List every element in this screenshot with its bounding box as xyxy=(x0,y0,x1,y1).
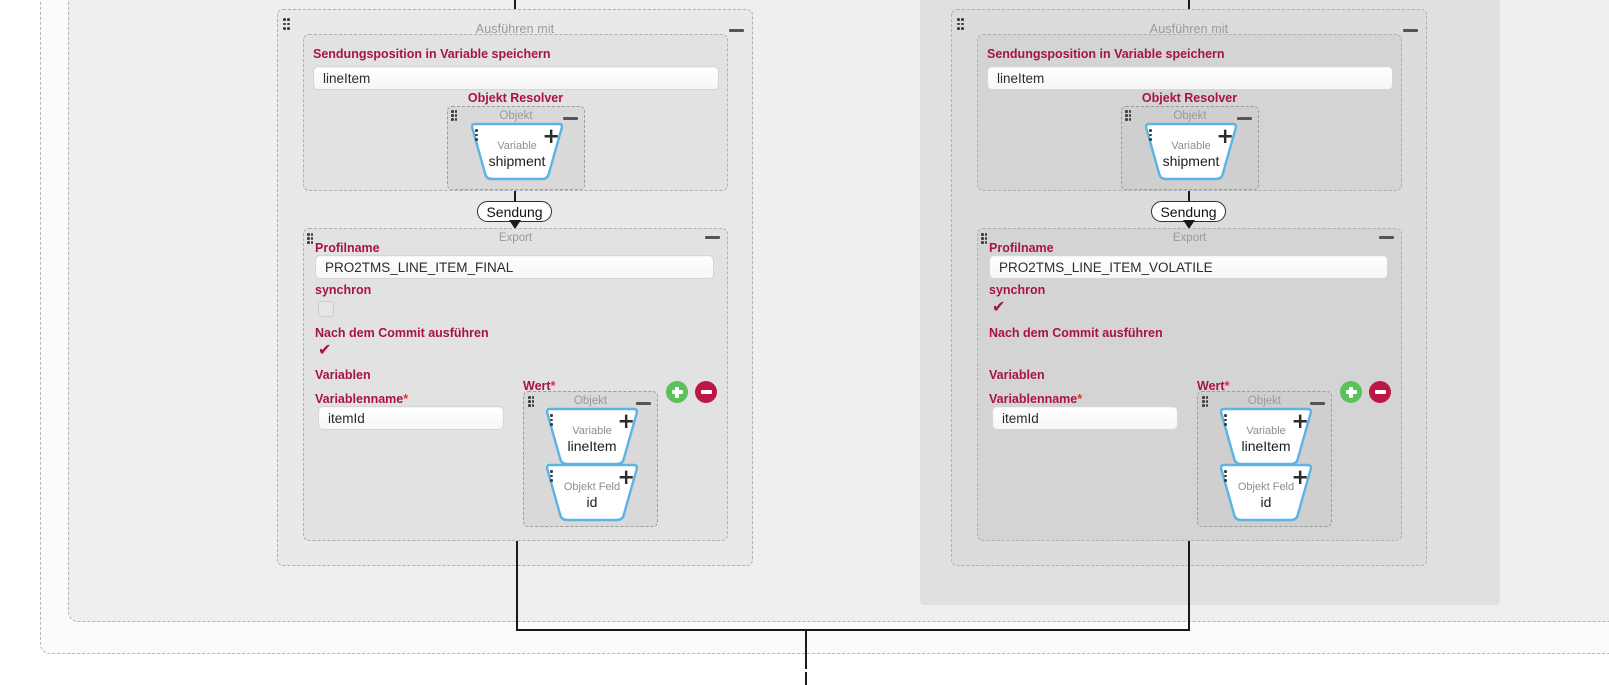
remove-variable-button-left[interactable] xyxy=(695,381,717,403)
store-variable-input-left[interactable]: lineItem xyxy=(313,66,719,90)
connector-pill-right: Sendung xyxy=(1151,201,1226,222)
wert-objectfield-node-right[interactable]: + Objekt Feld id xyxy=(1218,463,1314,522)
connector-out-merged-continued xyxy=(805,672,807,685)
object-group-title-left: Objekt xyxy=(499,110,533,122)
node-drag-handle-icon[interactable] xyxy=(1224,470,1227,484)
variable-name-input-right[interactable]: itemId xyxy=(992,406,1178,430)
collapse-icon[interactable] xyxy=(1379,236,1394,239)
variable-node-left[interactable]: + Variable shipment xyxy=(469,122,565,181)
after-commit-label-left: Nach dem Commit ausführen xyxy=(315,326,489,340)
variable-name-input-left[interactable]: itemId xyxy=(318,406,504,430)
add-variable-button-right[interactable] xyxy=(1340,381,1362,403)
profile-name-label-right: Profilname xyxy=(989,241,1054,255)
collapse-icon[interactable] xyxy=(636,402,651,405)
wert-variable-node-right[interactable]: + Variable lineItem xyxy=(1218,407,1314,466)
variable-name-label-right: Variablenname* xyxy=(989,392,1083,406)
profile-name-input-right[interactable]: PRO2TMS_LINE_ITEM_VOLATILE xyxy=(989,255,1388,279)
node-add-icon[interactable]: + xyxy=(1216,124,1234,148)
object-resolver-label-right: Objekt Resolver xyxy=(1141,91,1238,105)
collapse-icon[interactable] xyxy=(729,29,744,32)
node-add-icon[interactable]: + xyxy=(617,465,635,489)
connector-mid-left-top xyxy=(514,191,516,201)
node-drag-handle-icon[interactable] xyxy=(1224,414,1227,428)
synchron-label-left: synchron xyxy=(315,283,372,297)
drag-handle-icon[interactable] xyxy=(451,110,458,122)
after-commit-checkbox-right[interactable] xyxy=(992,344,1008,360)
remove-variable-button-right[interactable] xyxy=(1369,381,1391,403)
export-title-left: Export xyxy=(498,232,533,244)
connector-merge-bar xyxy=(516,629,1190,631)
synchron-label-right: synchron xyxy=(989,283,1046,297)
branch-left-title: Ausführen mit xyxy=(475,22,555,36)
object-node-group-right: Objekt + Variable shipment xyxy=(1121,106,1259,190)
drag-handle-icon[interactable] xyxy=(528,396,535,408)
node-add-icon[interactable]: + xyxy=(617,409,635,433)
store-variable-label-left: Sendungsposition in Variable speichern xyxy=(313,47,551,61)
drag-handle-icon[interactable] xyxy=(1125,110,1132,122)
drag-handle-icon[interactable] xyxy=(307,233,314,245)
object-group-title-right: Objekt xyxy=(1173,110,1207,122)
collapse-icon[interactable] xyxy=(1237,117,1252,120)
node-add-icon[interactable]: + xyxy=(1291,465,1309,489)
export-panel-left: Export Profilname PRO2TMS_LINE_ITEM_FINA… xyxy=(303,228,728,541)
drag-handle-icon[interactable] xyxy=(283,18,290,32)
node-add-icon[interactable]: + xyxy=(1291,409,1309,433)
drag-handle-icon[interactable] xyxy=(957,18,964,32)
store-variable-input-right[interactable]: lineItem xyxy=(987,66,1393,90)
variable-name-label-left: Variablenname* xyxy=(315,392,409,406)
connector-mid-right-arrow xyxy=(1183,220,1195,229)
drag-handle-icon[interactable] xyxy=(981,233,988,245)
connector-out-right xyxy=(1188,541,1190,630)
object-resolver-label-left: Objekt Resolver xyxy=(467,91,564,105)
after-commit-checkbox-left[interactable] xyxy=(318,340,334,360)
node-drag-handle-icon[interactable] xyxy=(550,414,553,428)
after-commit-label-right: Nach dem Commit ausführen xyxy=(989,326,1163,340)
connector-mid-right-top xyxy=(1188,191,1190,201)
store-variable-label-right: Sendungsposition in Variable speichern xyxy=(987,47,1225,61)
connector-out-left xyxy=(516,541,518,630)
connector-pill-left: Sendung xyxy=(477,201,552,222)
variables-label-left: Variablen xyxy=(315,368,371,382)
node-drag-handle-icon[interactable] xyxy=(475,129,478,143)
profile-name-label-left: Profilname xyxy=(315,241,380,255)
profile-name-input-left[interactable]: PRO2TMS_LINE_ITEM_FINAL xyxy=(315,255,714,279)
node-drag-handle-icon[interactable] xyxy=(1149,129,1152,143)
connector-mid-left-arrow xyxy=(509,220,521,229)
wert-objectfield-node-left[interactable]: + Objekt Feld id xyxy=(544,463,640,522)
drag-handle-icon[interactable] xyxy=(1202,396,1209,408)
wert-node-group-left: Objekt + Variable lineItem + Objekt Feld… xyxy=(523,391,658,527)
wert-label-left: Wert* xyxy=(523,379,556,393)
export-panel-right: Export Profilname PRO2TMS_LINE_ITEM_VOLA… xyxy=(977,228,1402,541)
variables-label-right: Variablen xyxy=(989,368,1045,382)
add-variable-button-left[interactable] xyxy=(666,381,688,403)
node-add-icon[interactable]: + xyxy=(542,124,560,148)
synchron-checkbox-right[interactable] xyxy=(992,297,1008,317)
wert-group-title-left: Objekt xyxy=(573,395,608,407)
branch-right-title: Ausführen mit xyxy=(1149,22,1229,36)
connector-out-merged xyxy=(805,629,807,669)
collapse-icon[interactable] xyxy=(705,236,720,239)
object-node-group-left: Objekt + Variable shipment xyxy=(447,106,585,190)
wert-group-title-right: Objekt xyxy=(1247,395,1282,407)
export-title-right: Export xyxy=(1172,232,1207,244)
collapse-icon[interactable] xyxy=(1310,402,1325,405)
wert-label-right: Wert* xyxy=(1197,379,1230,393)
collapse-icon[interactable] xyxy=(1403,29,1418,32)
variable-node-right[interactable]: + Variable shipment xyxy=(1143,122,1239,181)
store-variable-panel-left: Sendungsposition in Variable speichern l… xyxy=(303,34,728,191)
wert-variable-node-left[interactable]: + Variable lineItem xyxy=(544,407,640,466)
store-variable-panel-right: Sendungsposition in Variable speichern l… xyxy=(977,34,1402,191)
wert-node-group-right: Objekt + Variable lineItem + Objekt Feld… xyxy=(1197,391,1332,527)
node-drag-handle-icon[interactable] xyxy=(550,470,553,484)
synchron-checkbox-left[interactable] xyxy=(318,301,334,317)
collapse-icon[interactable] xyxy=(563,117,578,120)
